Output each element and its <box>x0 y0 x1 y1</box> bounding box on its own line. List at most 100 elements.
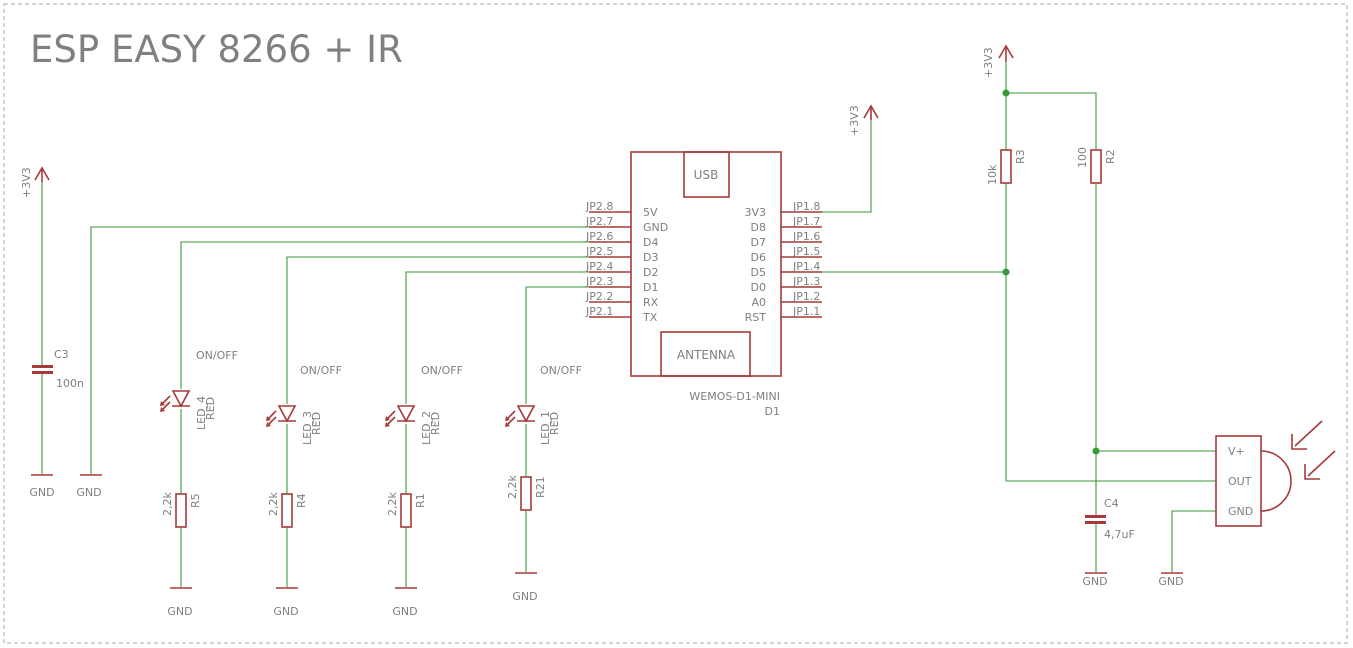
led-4-color: RED <box>204 397 217 420</box>
pin-name-label: D0 <box>751 281 766 294</box>
led-4-label: ON/OFF <box>196 349 238 362</box>
r21-name: R21 <box>534 476 547 498</box>
c3-value: 100n <box>56 377 84 390</box>
ground-label: GND <box>76 486 101 499</box>
led-3-color: RED <box>310 412 323 435</box>
module-pin-right: JP1.6 D7 <box>751 230 822 249</box>
junction-dots <box>1002 89 1100 455</box>
usb-label: USB <box>694 168 719 182</box>
pin-jp-label: JP1.8 <box>792 200 820 213</box>
pin-name-label: RST <box>745 311 767 324</box>
pin-jp-label: JP1.5 <box>792 245 820 258</box>
pin-jp-label: JP2.1 <box>585 305 613 318</box>
ground-symbol-module: GND <box>76 474 102 499</box>
r21-value: 2,2k <box>506 475 519 499</box>
pin-jp-label: JP1.6 <box>792 230 820 243</box>
pin-jp-label: JP2.6 <box>585 230 613 243</box>
module-pin-right: JP1.5 D6 <box>751 245 822 264</box>
ground-symbol-led1: GND <box>512 572 538 603</box>
pin-jp-label: JP2.5 <box>585 245 613 258</box>
led-3: ON/OFF LED_3 RED <box>266 364 342 445</box>
ground-label: GND <box>392 605 417 618</box>
r5-name: R5 <box>189 493 202 508</box>
c4-name: C4 <box>1104 497 1119 510</box>
module-ref: D1 <box>765 405 780 418</box>
module-pin-right: JP1.2 A0 <box>751 290 822 309</box>
module-pin-left: JP2.3 D1 <box>585 275 658 294</box>
module-right-pins: JP1.83V3JP1.7D8JP1.6D7JP1.5D6JP1.4D5JP1.… <box>744 200 822 324</box>
schematic-frame <box>3 3 1348 644</box>
led-2-name: LED_2 <box>420 411 433 445</box>
pin-jp-label: JP2.3 <box>585 275 613 288</box>
pin-name-label: D6 <box>751 251 766 264</box>
pin-name-label: D1 <box>643 281 658 294</box>
pin-name-label: TX <box>642 311 658 324</box>
pin-name-label: A0 <box>751 296 766 309</box>
led-2-color: RED <box>429 412 442 435</box>
pin-name-label: RX <box>643 296 659 309</box>
r4-value: 2,2k <box>267 492 280 516</box>
antenna-block <box>660 331 751 377</box>
pin-jp-label: JP2.2 <box>585 290 613 303</box>
ground-label: GND <box>29 486 54 499</box>
led-1: ON/OFF LED_1 RED <box>505 364 582 445</box>
ir-pin-out: OUT <box>1228 475 1252 488</box>
ground-symbol-led3: GND <box>273 587 299 618</box>
led-4-name: LED_4 <box>195 396 208 430</box>
resistor-r1: 2,2k R1 <box>386 492 427 528</box>
pin-jp-label: JP1.2 <box>792 290 820 303</box>
c3-name: C3 <box>54 348 69 361</box>
pin-name-label: D8 <box>751 221 766 234</box>
resistor-r2: 100 R2 <box>1076 147 1117 184</box>
wemos-module: USB ANTENNA WEMOS-D1-MINI D1 <box>630 151 782 418</box>
pin-name-label: D4 <box>643 236 658 249</box>
led-3-label: ON/OFF <box>300 364 342 377</box>
module-pin-right: JP1.3 D0 <box>751 275 822 294</box>
ground-label: GND <box>1082 575 1107 588</box>
pin-name-label: D5 <box>751 266 766 279</box>
pin-name-label: GND <box>643 221 668 234</box>
module-pin-left: JP2.8 5V <box>585 200 658 219</box>
ground-symbol-led4: GND <box>167 587 193 618</box>
ground-label: GND <box>512 590 537 603</box>
pin-jp-label: JP2.8 <box>585 200 613 213</box>
supply-label: +3V3 <box>848 105 861 136</box>
module-pin-right: JP1.4D5 <box>751 260 822 279</box>
antenna-label: ANTENNA <box>677 348 736 362</box>
ground-symbol-ir: GND <box>1158 572 1184 588</box>
schematic-title: ESP EASY 8266 + IR <box>30 28 403 71</box>
pin-jp-label: JP1.7 <box>792 215 820 228</box>
ground-symbol-c3: GND <box>29 474 55 499</box>
r2-name: R2 <box>1104 149 1117 164</box>
module-pin-left: JP2.1 TX <box>585 305 658 324</box>
pin-name-label: 5V <box>643 206 658 219</box>
resistor-r4: 2,2k R4 <box>267 492 308 528</box>
supply-label: +3V3 <box>982 47 995 78</box>
module-pin-left: JP2.6 D4 <box>585 230 658 249</box>
pin-name-label: D7 <box>751 236 766 249</box>
led-4: ON/OFF LED_4 RED <box>160 349 238 430</box>
module-name: WEMOS-D1-MINI <box>689 390 780 403</box>
ir-pin-gnd: GND <box>1228 505 1253 518</box>
r4-name: R4 <box>295 493 308 508</box>
pin-jp-label: JP1.1 <box>792 305 820 318</box>
ground-label: GND <box>273 605 298 618</box>
pin-name-label: D3 <box>643 251 658 264</box>
led-1-color: RED <box>548 412 561 435</box>
ir-light-arrow-icon <box>1291 420 1336 480</box>
supply-symbol-ir: +3V3 <box>982 44 1014 78</box>
ground-symbol-c4: GND <box>1082 572 1108 588</box>
led-2: ON/OFF LED_2 RED <box>385 364 463 445</box>
capacitor-c4: C4 4,7uF <box>1085 497 1135 541</box>
led-2-label: ON/OFF <box>421 364 463 377</box>
resistor-r5: 2,2k R5 <box>161 492 202 528</box>
capacitor-c3: C3 100n <box>32 348 84 390</box>
pin-jp-label: JP1.3 <box>792 275 820 288</box>
resistor-r3: 10k R3 <box>986 149 1027 185</box>
led-1-name: LED_1 <box>539 411 552 445</box>
module-pin-right: JP1.7 D8 <box>751 215 822 234</box>
